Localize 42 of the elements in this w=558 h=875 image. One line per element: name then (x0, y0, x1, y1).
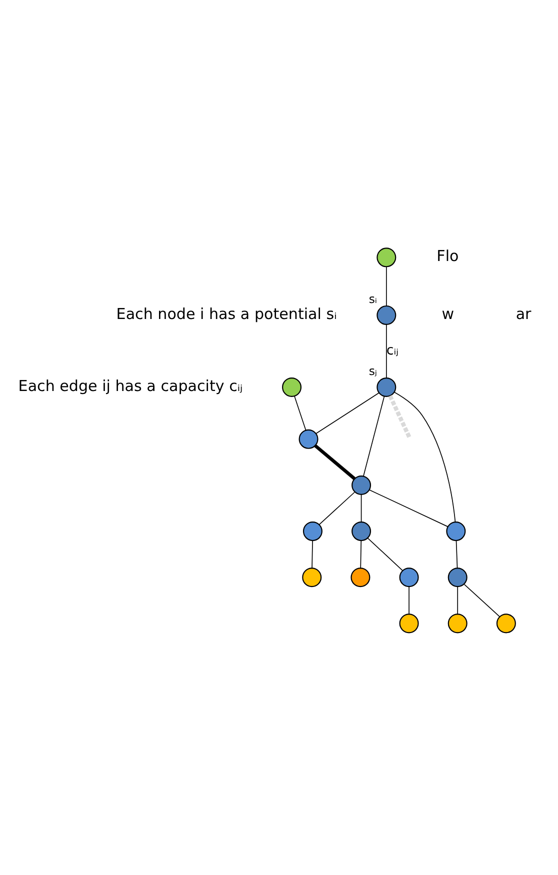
node-circle (376, 378, 396, 397)
node-circle (496, 614, 516, 634)
connector (360, 494, 362, 522)
node-circle (352, 475, 372, 495)
connector (464, 584, 500, 618)
node-circle (399, 568, 419, 588)
node-circle (302, 568, 322, 588)
connector (457, 586, 458, 614)
connector (312, 540, 313, 568)
edge-label: cᵢⱼ (386, 343, 399, 358)
connector (368, 538, 403, 571)
label: Each node i has a potential sᵢ (116, 304, 337, 323)
node-circle (448, 614, 468, 634)
connector (314, 444, 356, 480)
connector (456, 540, 458, 568)
node-circle (399, 614, 419, 634)
connector (294, 396, 306, 431)
node-circle (376, 305, 396, 325)
connector (316, 392, 380, 434)
connector (388, 395, 412, 440)
connector (368, 489, 448, 528)
connector (394, 392, 456, 522)
label: ar (516, 304, 532, 323)
node-label: sⱼ (368, 364, 377, 378)
node-circle (352, 522, 372, 542)
node-circle (376, 248, 396, 268)
connector (363, 396, 385, 477)
node-circle (302, 522, 322, 542)
connector (318, 492, 355, 526)
connector (386, 324, 387, 378)
connector (408, 586, 410, 614)
node-label: sᵢ (368, 292, 378, 306)
connector (360, 540, 362, 568)
label: Each edge ij has a capacity cᵢⱼ (18, 376, 243, 395)
label: Flo (436, 247, 459, 266)
connector (386, 266, 387, 306)
node-circle (350, 568, 370, 588)
node-circle (298, 429, 318, 449)
node-circle (448, 568, 468, 588)
node-circle (446, 522, 466, 542)
label: w (442, 304, 454, 323)
node-circle (282, 378, 302, 397)
